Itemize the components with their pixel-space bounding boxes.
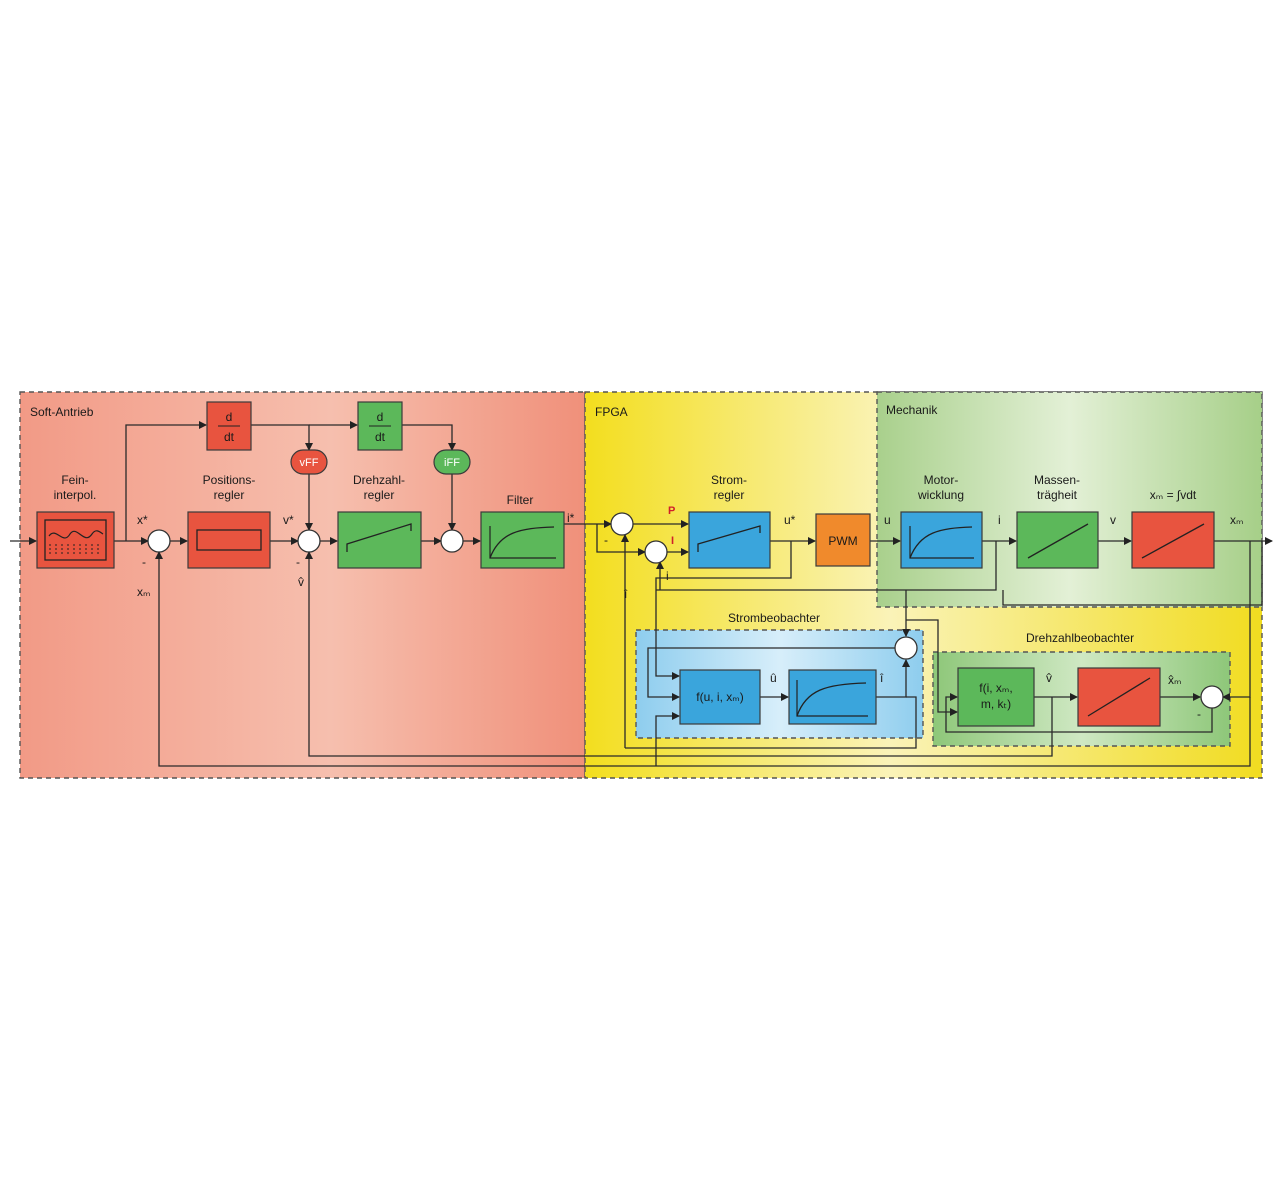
drehzahlregler-label-2: regler	[364, 488, 395, 502]
label-i-hat-fb: î	[623, 587, 628, 601]
label-minus-1: -	[142, 555, 146, 569]
feininterpol-label-2: interpol.	[54, 488, 97, 502]
block-pwm: PWM	[815, 513, 871, 567]
sum-speed	[297, 529, 321, 553]
block-filter: Filter	[480, 493, 565, 569]
label-x-m-1: xₘ	[137, 585, 150, 599]
region-soft-antrieb-label: Soft-Antrieb	[30, 405, 94, 419]
label-i-fb: i	[666, 569, 669, 583]
block-strom-filter	[788, 669, 877, 725]
block-derivative-2: d dt	[357, 401, 403, 451]
drehzahlregler-label-1: Drehzahl-	[353, 473, 405, 487]
block-drehzahl-integrator	[1077, 667, 1161, 727]
label-minus-4: -	[1197, 707, 1201, 721]
feininterpol-label-1: Fein-	[61, 473, 88, 487]
label-minus-3: -	[604, 533, 608, 547]
label-minus-2: -	[296, 555, 300, 569]
vff-label: vFF	[300, 457, 319, 469]
block-massentraegheit: Massen- trägheit	[1016, 473, 1099, 569]
label-u: u	[884, 513, 891, 527]
iff-label: iFF	[444, 457, 460, 469]
sum-strombeobachter	[894, 636, 918, 660]
block-feininterpol: Fein- interpol.	[36, 473, 115, 569]
region-strombeobachter-label: Strombeobachter	[728, 611, 820, 625]
region-fpga-label: FPGA	[595, 405, 628, 419]
sum-current-ff	[440, 529, 464, 553]
pwm-label: PWM	[828, 534, 857, 548]
massentraegheit-label-1: Massen-	[1034, 473, 1080, 487]
label-i-hat: î	[879, 671, 884, 685]
filter-label: Filter	[507, 493, 534, 507]
deriv2-num: d	[377, 410, 384, 424]
label-i-star: i*	[567, 511, 575, 525]
label-I: I	[671, 535, 674, 547]
block-f-uixm: f(u, i, xₘ)	[679, 669, 761, 725]
label-u-hat: û	[770, 671, 777, 685]
massentraegheit-label-2: trägheit	[1037, 488, 1078, 502]
block-positionsregler: Positions- regler	[187, 473, 271, 569]
block-f-ixm: f(i, xₘ, m, kₜ)	[957, 667, 1035, 727]
stromregler-label-1: Strom-	[711, 473, 747, 487]
positionsregler-label-2: regler	[214, 488, 245, 502]
label-P: P	[668, 505, 675, 517]
f-ixm-label-2: m, kₜ)	[981, 697, 1011, 711]
deriv1-num: d	[226, 410, 233, 424]
signal-wires	[10, 421, 1273, 767]
block-iff: iFF	[433, 449, 471, 475]
block-drehzahlregler: Drehzahl- regler	[337, 473, 422, 569]
label-v-hat: v̂	[298, 575, 304, 589]
label-v-hat-2: v̂	[1046, 671, 1052, 685]
positionsregler-label-1: Positions-	[203, 473, 256, 487]
deriv1-den: dt	[224, 430, 235, 444]
sum-fpga-p	[610, 512, 634, 536]
sum-fpga-i	[644, 540, 668, 564]
region-drehzahlbeobachter-label: Drehzahlbeobachter	[1026, 631, 1134, 645]
label-x-star: x*	[137, 513, 148, 527]
summing-junctions	[147, 512, 1224, 709]
motorwicklung-label-1: Motor-	[924, 473, 959, 487]
signal-labels: x* xₘ - v* - v̂ i* P I - i î u* u i v xₘ…	[137, 505, 1243, 721]
label-xm-hat: x̂ₘ	[1168, 673, 1181, 687]
f-ixm-label-1: f(i, xₘ,	[979, 681, 1012, 695]
label-u-star: u*	[784, 513, 796, 527]
block-stromregler: Strom- regler	[688, 473, 771, 569]
integral-label: xₘ = ∫vdt	[1150, 488, 1197, 502]
label-i: i	[998, 513, 1001, 527]
sum-drehzahlbeobachter	[1200, 685, 1224, 709]
label-v-star: v*	[283, 513, 294, 527]
region-mechanik: Mechanik	[876, 391, 1263, 608]
f-uixm-label: f(u, i, xₘ)	[696, 690, 743, 704]
block-motorwicklung: Motor- wicklung	[900, 473, 983, 569]
stromregler-label-2: regler	[714, 488, 745, 502]
sum-position	[147, 529, 171, 553]
block-derivative-1: d dt	[206, 401, 252, 451]
block-vff: vFF	[290, 449, 328, 475]
deriv2-den: dt	[375, 430, 386, 444]
label-v: v	[1110, 513, 1116, 527]
region-mechanik-label: Mechanik	[886, 403, 938, 417]
label-x-m-out: xₘ	[1230, 513, 1243, 527]
motorwicklung-label-2: wicklung	[917, 488, 964, 502]
block-integral: xₘ = ∫vdt	[1131, 488, 1215, 569]
